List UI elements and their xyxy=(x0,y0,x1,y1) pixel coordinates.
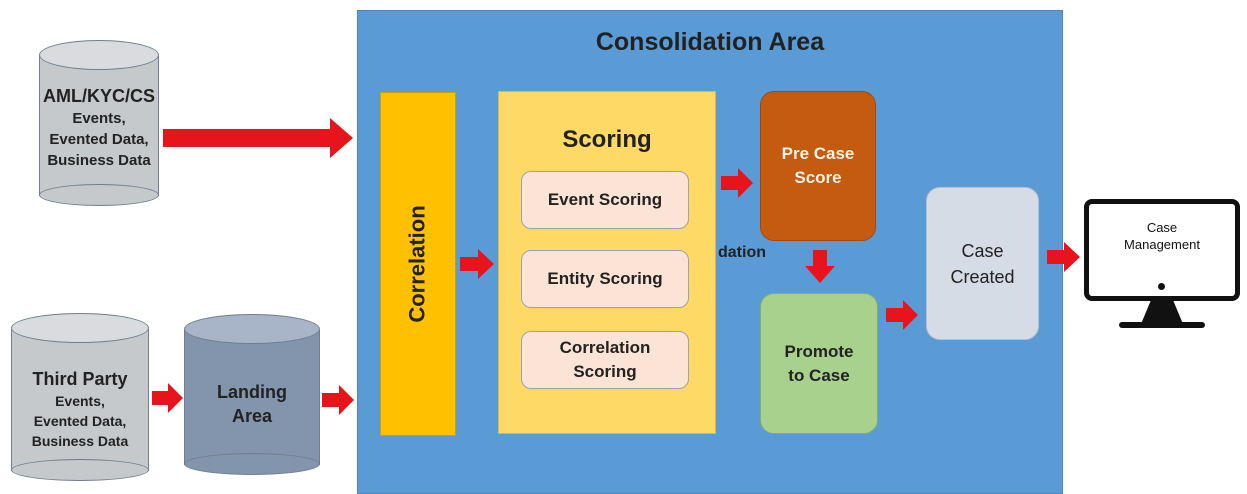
case-management-label: Case Management xyxy=(1092,219,1232,253)
arrow-icon xyxy=(322,385,354,415)
pre-case-line-1: Pre Case xyxy=(781,144,855,163)
case-management-line-2: Management xyxy=(1124,237,1200,252)
arrow-icon xyxy=(886,300,918,330)
aml-line-2: Evented Data, xyxy=(49,131,149,148)
correlation-scoring-label: Correlation Scoring xyxy=(559,338,651,381)
monitor-power-dot xyxy=(1158,283,1165,290)
case-created-line-2: Created xyxy=(950,266,1015,287)
third-party-database: Third Party Events, Evented Data, Busine… xyxy=(11,313,149,481)
arrow-icon xyxy=(460,249,494,279)
landing-line-1: Landing xyxy=(217,382,287,402)
arrow-icon xyxy=(1047,242,1080,272)
aml-kyc-database: AML/KYC/CS Events, Evented Data, Busines… xyxy=(39,40,159,206)
event-scoring-box: Event Scoring xyxy=(521,171,689,229)
pre-case-score-box: Pre Case Score xyxy=(760,91,876,241)
promote-line-1: Promote xyxy=(784,341,854,361)
event-scoring-label: Event Scoring xyxy=(547,190,663,209)
third-party-line-3: Business Data xyxy=(31,433,129,449)
scoring-title: Scoring xyxy=(562,126,652,153)
monitor-bezel xyxy=(1084,279,1240,301)
correlation-scoring-box: Correlation Scoring xyxy=(521,331,689,389)
promote-line-2: to Case xyxy=(788,365,850,385)
arrow-icon xyxy=(721,168,753,198)
third-party-title: Third Party xyxy=(32,369,128,389)
correlation-box xyxy=(380,92,456,436)
monitor-icon xyxy=(1084,199,1240,287)
promote-to-case-box: Promote to Case xyxy=(760,293,878,434)
third-party-line-2: Evented Data, xyxy=(33,413,127,429)
consolidation-title: Consolidation Area xyxy=(595,28,825,56)
entity-scoring-box: Entity Scoring xyxy=(521,250,689,308)
monitor-stand xyxy=(1141,300,1183,324)
case-management-line-1: Case xyxy=(1146,220,1178,235)
aml-title: AML/KYC/CS xyxy=(43,86,155,106)
entity-scoring-label: Entity Scoring xyxy=(547,269,663,288)
case-created-box: Case Created xyxy=(926,187,1039,340)
arrow-icon xyxy=(805,250,835,283)
monitor-base xyxy=(1119,322,1205,328)
aml-line-1: Events, xyxy=(72,110,126,127)
arrow-icon xyxy=(163,118,353,158)
landing-area-database: Landing Area xyxy=(184,314,320,475)
pre-case-line-2: Score xyxy=(794,168,842,187)
landing-line-2: Area xyxy=(231,406,273,426)
case-created-line-1: Case xyxy=(961,240,1004,261)
arrow-icon xyxy=(152,383,183,413)
aml-line-3: Business Data xyxy=(47,152,151,169)
third-party-line-1: Events, xyxy=(55,393,105,409)
partial-label: dation xyxy=(718,244,766,261)
